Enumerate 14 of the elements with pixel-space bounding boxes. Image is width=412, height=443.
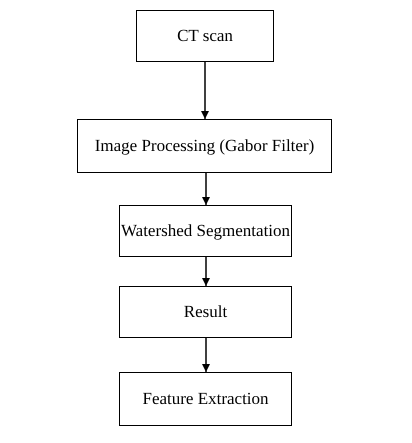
- node-label: Watershed Segmentation: [120, 221, 290, 241]
- process-box: [136, 10, 274, 62]
- arrow: [201, 62, 209, 119]
- process-box: [119, 286, 292, 338]
- node-label: CT scan: [177, 26, 233, 46]
- process-box: [119, 205, 292, 257]
- node-label: Feature Extraction: [142, 389, 269, 409]
- arrow: [202, 257, 210, 286]
- arrow: [202, 173, 210, 205]
- process-box: [77, 119, 332, 173]
- node-label: Result: [184, 302, 228, 322]
- node-label: Image Processing (Gabor Filter): [94, 136, 314, 156]
- arrow: [202, 338, 210, 372]
- process-box: [119, 372, 292, 426]
